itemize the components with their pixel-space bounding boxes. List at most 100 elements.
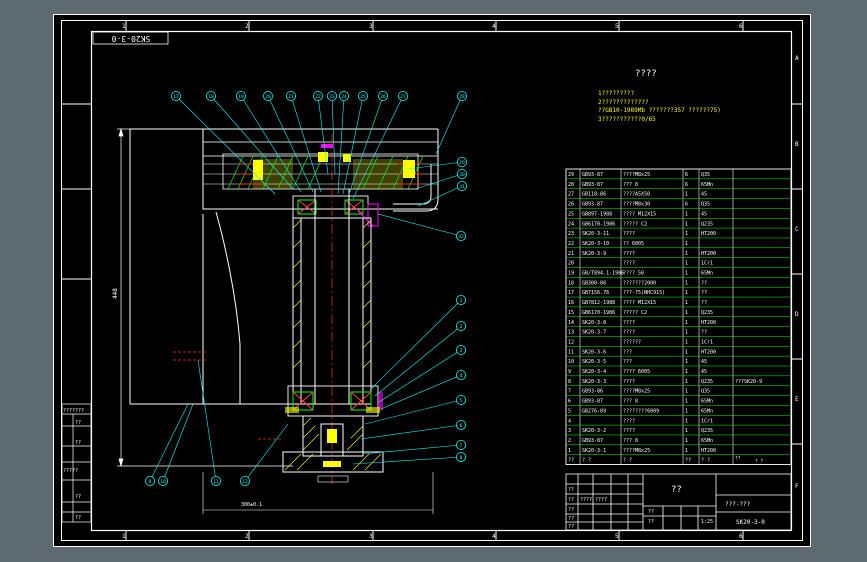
parts-cell-qty: 1 — [685, 389, 688, 395]
part-balloon-26[interactable]: 26 — [377, 91, 388, 102]
parts-cell-code: GB93-87 — [582, 182, 603, 188]
base-dimension — [202, 472, 434, 514]
part-balloon-30[interactable]: 30 — [456, 168, 467, 179]
part-balloon-31[interactable]: 31 — [456, 180, 467, 191]
zone-labels: 1 2 3 4 5 6 1 2 3 4 5 6 A B C D E F — [122, 23, 799, 540]
parts-cell-qty: 1 — [685, 271, 688, 277]
zone-top-6: 6 — [739, 23, 743, 30]
part-balloon-25[interactable]: 25 — [357, 91, 368, 102]
parts-cell-no: 21 — [568, 251, 574, 257]
assembly-section-view[interactable]: 448 — [112, 127, 439, 514]
balloon-circle — [312, 91, 323, 102]
part-balloon-24[interactable]: 24 — [338, 91, 349, 102]
parts-cell-name: ????M8x25 — [623, 448, 650, 454]
balloon-circle — [455, 439, 466, 450]
part-balloon-1[interactable]: 1 — [455, 294, 466, 305]
balloon-circle — [210, 475, 221, 486]
zone-row-b: B — [795, 141, 799, 148]
part-balloon-32[interactable]: 32 — [455, 230, 466, 241]
part-balloon-29[interactable]: 29 — [456, 156, 467, 167]
part-balloon-22[interactable]: 22 — [312, 91, 323, 102]
parts-cell-no: 10 — [568, 359, 574, 365]
parts-cell-qty: 1 — [685, 418, 688, 424]
part-balloon-8[interactable]: 8 — [455, 451, 466, 462]
parts-cell-mat: ?? — [701, 280, 707, 286]
part-balloon-5[interactable]: 5 — [455, 394, 466, 405]
part-balloon-10[interactable]: 10 — [158, 475, 169, 486]
parts-cell-name: ???? 6005 — [623, 369, 650, 375]
part-balloon-17[interactable]: 17 — [171, 91, 182, 102]
left-label-2: ?? — [75, 440, 81, 446]
parts-cell-qty: 1 — [685, 339, 688, 345]
parts-cell-no: 25 — [568, 211, 574, 217]
left-label-0: ??????? — [63, 408, 84, 414]
balloon-number: 31 — [459, 184, 465, 190]
parts-cell-name: ???? — [623, 428, 635, 434]
parts-cell-qty: 1 — [685, 251, 688, 257]
part-balloon-23[interactable]: 23 — [326, 91, 337, 102]
title-cell-2: ???? — [580, 497, 592, 503]
technical-notes: ???? 1????????? 2????????????? ??GB10-19… — [598, 69, 721, 123]
part-balloon-19[interactable]: 19 — [235, 91, 246, 102]
part-balloon-7[interactable]: 7 — [455, 439, 466, 450]
balloon-number: 20 — [265, 94, 271, 100]
parts-cell-code: GB6170-1986 — [582, 221, 615, 227]
part-balloon-27[interactable]: 27 — [397, 91, 408, 102]
parts-cell-qty: 1 — [685, 359, 688, 365]
balloon-number: 1 — [460, 298, 463, 304]
part-balloon-6[interactable]: 6 — [455, 419, 466, 430]
part-balloon-3[interactable]: 3 — [455, 344, 466, 355]
cad-model-space[interactable]: 1 2 3 4 5 6 1 2 3 4 5 6 A B C D E F — [53, 14, 811, 547]
base-hatch — [284, 417, 382, 471]
part-balloon-11[interactable]: 11 — [210, 475, 221, 486]
part-balloon-2[interactable]: 2 — [455, 320, 466, 331]
parts-cell-mat: 45 — [701, 359, 707, 365]
parts-cell-code: SK20-3-11 — [582, 231, 609, 237]
parts-cell-qty: 1 — [685, 369, 688, 375]
title-cell-4: ?? — [568, 507, 574, 513]
part-balloon-12[interactable]: 12 — [239, 475, 250, 486]
part-balloon-18[interactable]: 18 — [205, 91, 216, 102]
part-balloon-20[interactable]: 20 — [262, 91, 273, 102]
balloon-number: 5 — [460, 398, 463, 404]
part-balloon-4[interactable]: 4 — [455, 369, 466, 380]
cad-drawing-canvas[interactable]: 1 2 3 4 5 6 1 2 3 4 5 6 A B C D E F — [53, 14, 811, 547]
balloon-circle — [397, 91, 408, 102]
parts-cell-code: GB93-87 — [582, 202, 603, 208]
balloon-number: 10 — [160, 479, 166, 485]
part-balloon-21[interactable]: 21 — [285, 91, 296, 102]
part-balloon-28[interactable]: 28 — [456, 91, 467, 102]
part-balloon-9[interactable]: 9 — [145, 475, 156, 486]
